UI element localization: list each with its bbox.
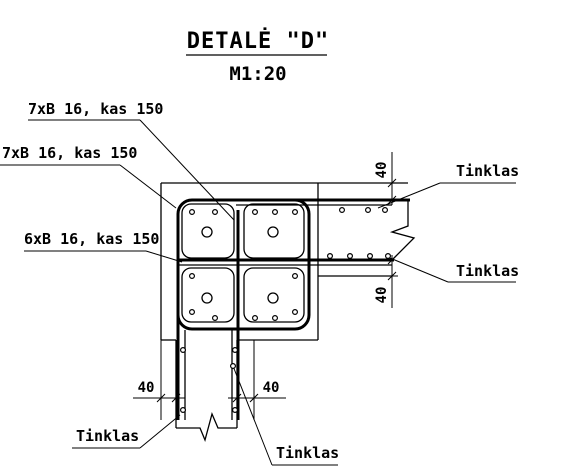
dim-text-right-top: 40 — [374, 162, 390, 179]
leader-mesh-bottom-right — [232, 365, 273, 466]
detail-scale: M1:20 — [229, 63, 286, 85]
dim-text-bottom-left: 40 — [138, 380, 155, 396]
dim-text-bottom-right: 40 — [263, 380, 280, 396]
label-rebar-mid: 6xB 16, kas 150 — [24, 230, 159, 248]
label-rebar-top-1: 7xB 16, kas 150 — [28, 100, 163, 118]
detail-title: DETALĖ "D" — [187, 28, 329, 54]
label-mesh-right-bottom: Tinklas — [456, 262, 519, 280]
label-mesh-bottom-right: Tinklas — [276, 444, 339, 462]
leader-rebar-top-2 — [119, 164, 177, 209]
break-line-bottom — [176, 412, 237, 443]
leader-rebar-mid — [145, 250, 183, 263]
leader-mesh-right-bottom — [389, 257, 449, 283]
dimension-right-bottom: 40 — [374, 255, 398, 308]
label-mesh-bottom-left: Tinklas — [76, 427, 139, 445]
label-mesh-right-top: Tinklas — [456, 162, 519, 180]
leader-mesh-bottom-left — [139, 414, 181, 449]
leader-rebar-top-1 — [139, 119, 235, 221]
bar-sections — [180, 207, 392, 414]
rebar-cages — [176, 198, 410, 420]
dimension-right-top: 40 — [374, 152, 398, 205]
dimension-bottom-right: 40 — [228, 340, 286, 420]
leader-mesh-right-top — [377, 182, 441, 209]
concrete-outline — [160, 182, 408, 428]
break-line-right — [389, 200, 416, 261]
dim-text-right-bottom: 40 — [374, 287, 390, 304]
dimension-bottom-left: 40 — [133, 340, 185, 420]
label-rebar-top-2: 7xB 16, kas 150 — [2, 144, 137, 162]
